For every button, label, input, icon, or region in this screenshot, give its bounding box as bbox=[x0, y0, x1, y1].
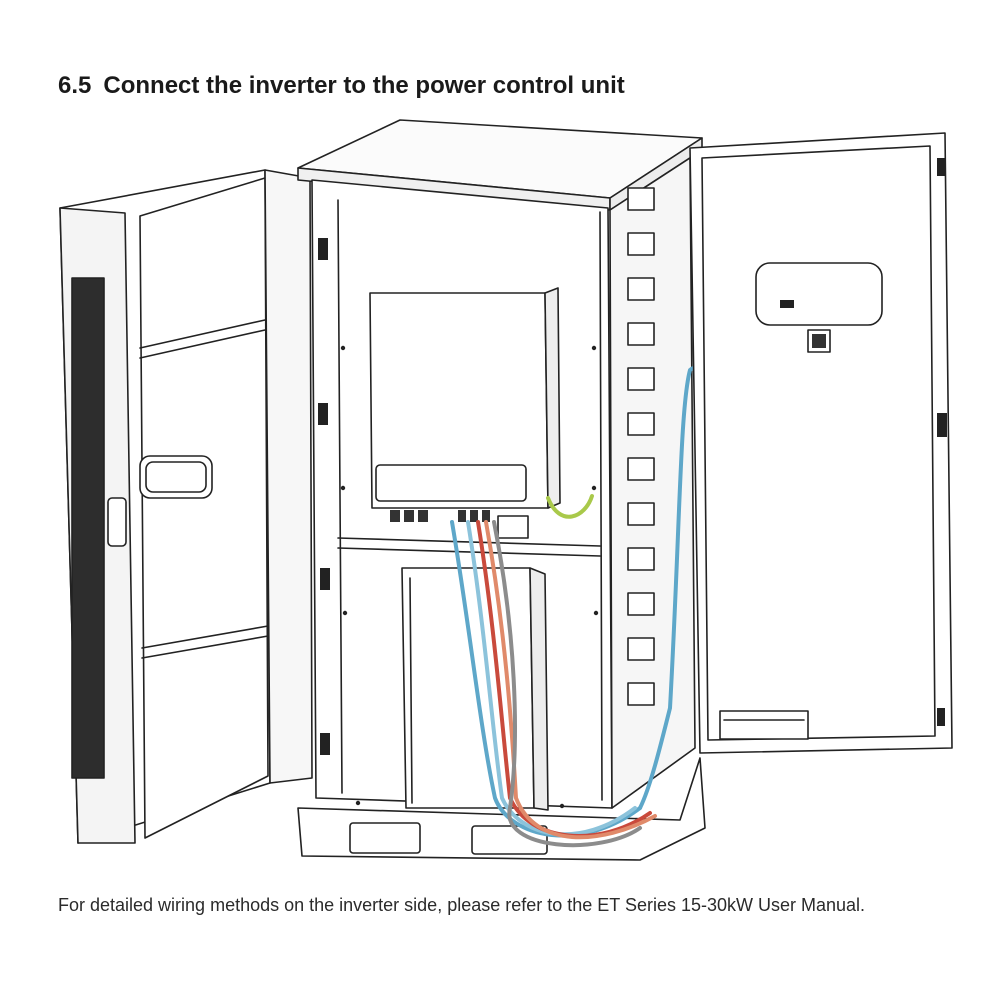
right-door-display-window bbox=[755, 262, 883, 326]
cable-clamp-bar bbox=[719, 710, 809, 740]
section-heading: 6.5 Connect the inverter to the power con… bbox=[58, 72, 625, 100]
panel-screws bbox=[340, 345, 599, 809]
cabinet-wiring-illustration bbox=[40, 108, 970, 878]
left-door bbox=[59, 169, 313, 844]
left-door-label-plate bbox=[139, 455, 213, 499]
section-number: 6.5 bbox=[58, 72, 92, 99]
right-door bbox=[689, 132, 953, 754]
battery-module-rack bbox=[627, 187, 655, 706]
section-title-text: Connect the inverter to the power contro… bbox=[103, 72, 625, 99]
left-door-vent bbox=[71, 277, 105, 779]
door-latch-handle bbox=[107, 497, 127, 547]
figure-caption: For detailed wiring methods on the inver… bbox=[58, 895, 866, 915]
inverter-unit bbox=[369, 287, 561, 539]
